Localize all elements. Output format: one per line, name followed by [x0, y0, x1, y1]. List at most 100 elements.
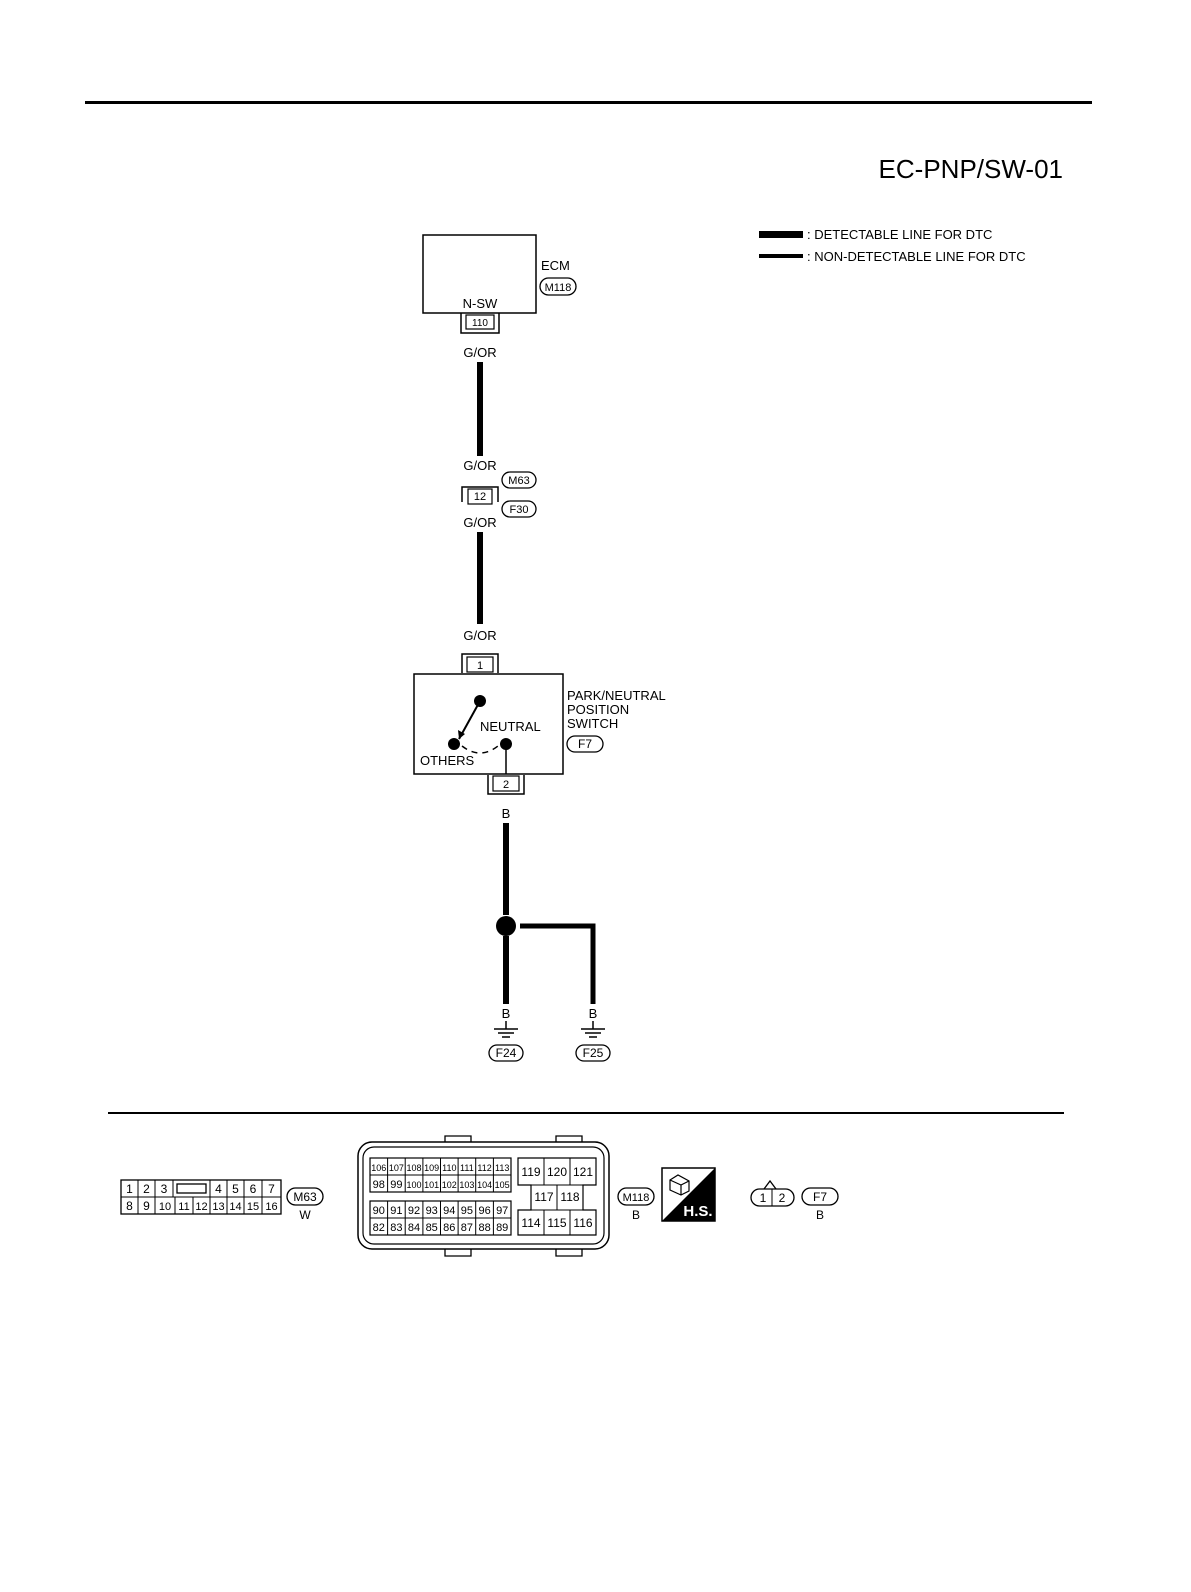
m118-pin-120: 120 [547, 1165, 567, 1179]
wire-color-ecm-out: G/OR [463, 345, 496, 360]
m118-block1-col-divs [387, 1158, 494, 1192]
switch-bottom-bracket [487, 775, 525, 795]
m63-pin-13: 13 [212, 1201, 224, 1213]
m118-pin-109: 109 [424, 1163, 439, 1173]
switch-box [413, 673, 564, 775]
m118-pin-97: 97 [496, 1205, 508, 1217]
ecm-label: ECM [541, 258, 570, 273]
switch-travel-path [461, 745, 499, 754]
wire-color-joint-out: G/OR [463, 515, 496, 530]
m118-pin-86: 86 [443, 1222, 455, 1234]
ground-left-badge [488, 1044, 524, 1062]
m63-pin-15: 15 [247, 1201, 259, 1213]
switch-others-contact [448, 738, 460, 750]
switch-label-line3: SWITCH [567, 716, 618, 731]
m63-pin-16: 16 [265, 1201, 277, 1213]
m63-pin-5: 5 [232, 1182, 239, 1196]
m118-pin-111: 111 [460, 1163, 474, 1173]
switch-bottom-terminal-box [492, 775, 520, 792]
m63-badge [286, 1187, 324, 1206]
joint-connector-bottom-badge [501, 500, 537, 518]
m63-color-code: W [299, 1208, 311, 1222]
joint-terminal-box [467, 488, 493, 505]
f7-badge-id: F7 [813, 1190, 827, 1204]
wire-switch-to-splice [503, 823, 509, 915]
park-neutral-switch: 1 NEUTRAL OTHERS PARK/NEUTRAL POSITION S… [413, 653, 666, 795]
m63-pin-9: 9 [143, 1199, 150, 1213]
m63-pin-14: 14 [229, 1201, 241, 1213]
m63-pin-8: 8 [126, 1199, 133, 1213]
m118-pin-108: 108 [406, 1163, 421, 1173]
m118-pin-101: 101 [424, 1180, 439, 1190]
m118-pin-104: 104 [477, 1180, 492, 1190]
wire-color-ground-left: B [502, 1006, 511, 1021]
m63-pin-7: 7 [268, 1182, 275, 1196]
wire-ground-left [503, 936, 509, 1004]
hs-black-half [662, 1168, 715, 1221]
switch-top-terminal-number: 1 [477, 660, 483, 672]
m118-pin-117: 117 [534, 1190, 553, 1204]
connector-m118-face: 106 107 108 109 110 111 112 113 98 99 10… [357, 1135, 716, 1257]
f7-pin-1: 1 [760, 1191, 767, 1205]
ecm-connector-id: M118 [545, 282, 572, 294]
m118-color-code: B [632, 1208, 640, 1222]
switch-label-line2: POSITION [567, 702, 629, 717]
joint-connector: M63 12 F30 [461, 471, 537, 518]
m118-pin-95: 95 [461, 1205, 473, 1217]
wire-ground-right [520, 923, 596, 1004]
m118-pin-113: 113 [495, 1163, 509, 1173]
switch-top-terminal-box [466, 656, 494, 673]
m63-pin-4: 4 [215, 1182, 222, 1196]
ecm-box [422, 234, 537, 314]
joint-connector-top-id: M63 [508, 475, 529, 487]
hs-connector-sketch [669, 1174, 690, 1196]
m118-pin-83: 83 [390, 1222, 402, 1234]
legend-thick-line [759, 231, 803, 238]
m63-pin-3: 3 [161, 1182, 168, 1196]
switch-neutral-label: NEUTRAL [480, 719, 541, 734]
wire-color-ground-right: B [589, 1006, 598, 1021]
m118-pin-114: 114 [521, 1216, 540, 1230]
f7-pin-2: 2 [779, 1191, 786, 1205]
m118-pin-91: 91 [390, 1205, 402, 1217]
m118-pin-82: 82 [373, 1222, 385, 1234]
ecm-terminal-number: 110 [472, 318, 488, 329]
ground-right-badge [575, 1044, 611, 1062]
ground-left-id: F24 [496, 1046, 517, 1060]
joint-connector-top-badge [501, 471, 537, 489]
m118-pin-92: 92 [408, 1205, 420, 1217]
m118-pin-112: 112 [477, 1163, 491, 1173]
wire-color-switch-out: B [502, 806, 511, 821]
m118-badge-id: M118 [623, 1192, 650, 1204]
m118-pin-103: 103 [459, 1180, 474, 1190]
legend-detectable-label: : DETECTABLE LINE FOR DTC [807, 227, 992, 242]
m118-badge [617, 1187, 655, 1206]
m118-pin-116: 116 [573, 1216, 592, 1230]
switch-bottom-terminal-number: 2 [503, 779, 509, 791]
f7-color-code: B [816, 1208, 824, 1222]
top-rule [85, 101, 1092, 104]
m63-badge-id: M63 [293, 1190, 317, 1204]
connector-f7-face: 1 2 F7 B [750, 1179, 839, 1222]
m118-pin-118: 118 [560, 1190, 579, 1204]
wire-joint-to-switch [477, 532, 483, 624]
f7-badge [801, 1187, 839, 1206]
splice-point [496, 916, 516, 936]
m118-pin-100: 100 [406, 1180, 421, 1190]
m63-pin-10: 10 [159, 1201, 171, 1213]
joint-terminal-number: 12 [474, 491, 486, 503]
m118-inner-shell [362, 1146, 605, 1245]
wire-ecm-to-joint [477, 362, 483, 456]
m63-pin-2: 2 [143, 1182, 150, 1196]
m118-block2-col-divs [387, 1201, 494, 1235]
ecm-terminal-box [465, 314, 495, 330]
wire-color-joint-in: G/OR [463, 458, 496, 473]
switch-connector-id: F7 [578, 737, 592, 751]
m63-pin-1: 1 [126, 1182, 133, 1196]
switch-top-bracket [461, 653, 499, 673]
m118-pin-84: 84 [408, 1222, 420, 1234]
legend-non-detectable-label: : NON-DETECTABLE LINE FOR DTC [807, 249, 1026, 264]
switch-connector-badge [566, 735, 604, 753]
m118-pin-87: 87 [461, 1222, 473, 1234]
legend: : DETECTABLE LINE FOR DTC : NON-DETECTAB… [759, 227, 1026, 264]
